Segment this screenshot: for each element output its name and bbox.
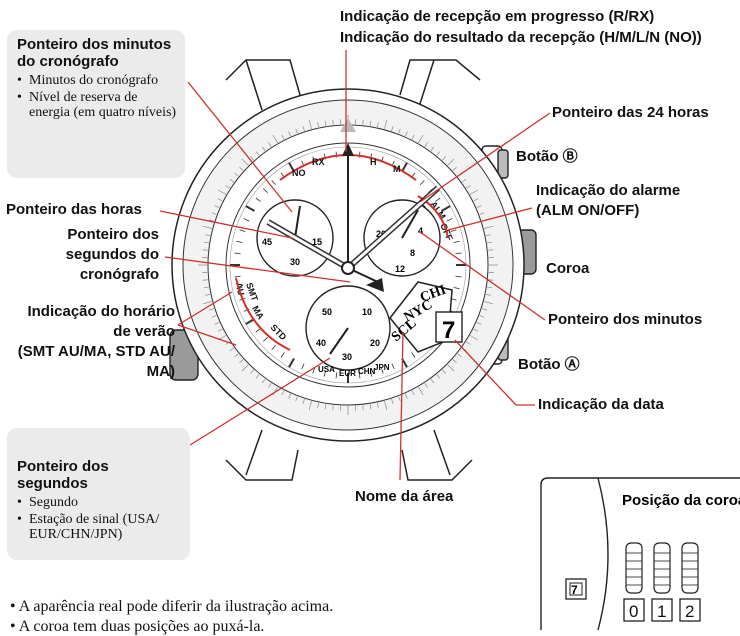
seconds-hand-item: Segundo (17, 495, 182, 510)
subdial-bottom-50: 50 (322, 307, 332, 317)
label-hour-hand: Ponteiro das horas (6, 201, 142, 218)
dial-date-digit: 7 (442, 317, 455, 344)
reception-mark-h: H (370, 157, 377, 167)
subdial-left-45: 45 (262, 237, 272, 247)
label-crown: Coroa (546, 260, 589, 277)
subdial-bottom-10: 10 (362, 307, 372, 317)
reception-mark-no: NO (292, 168, 306, 178)
minutes-hand-item: Minutos do cronógrafo (17, 73, 177, 88)
label-dst-3: (SMT AU/MA, STD AU/ (18, 343, 175, 360)
subdial-bottom-40: 40 (316, 338, 326, 348)
subdial-right-4: 4 (418, 226, 423, 236)
crown-position-1: 1 (657, 602, 666, 621)
crown-position-2: 2 (685, 602, 694, 621)
label-minute-hand: Ponteiro dos minutos (548, 311, 702, 328)
label-area-name: Nome da área (355, 488, 453, 505)
subdial-bottom-20: 20 (370, 338, 380, 348)
label-dst-1: Indicação do horário (27, 303, 175, 320)
subdial-bottom: 50 10 40 20 30 USA EUR CHN JPN (306, 286, 390, 378)
inset-date-digit: 7 (571, 583, 578, 597)
station-jpn: JPN (374, 363, 390, 372)
minutes-hand-item: Nível de reserva de energia (em quatro n… (17, 90, 177, 120)
note-crown: • A coroa tem duas posições ao puxá-la. (10, 618, 264, 636)
label-date: Indicação da data (538, 396, 664, 413)
reception-mark-m: M (393, 164, 401, 174)
crown-position-0: 0 (629, 602, 638, 621)
label-chrono-seconds-2: segundos do (66, 246, 159, 263)
seconds-hand-box: Ponteiro dos segundos Segundo Estação de… (7, 428, 190, 560)
label-dst-2: de verão (113, 323, 175, 340)
label-dst-4: MA) (147, 363, 175, 380)
reception-mark-rx: RX (312, 157, 325, 167)
subdial-right-8: 8 (410, 248, 415, 258)
label-button-a: Botão Ⓐ (518, 356, 580, 373)
station-usa: USA (318, 365, 335, 374)
subdial-right-12: 12 (395, 264, 405, 274)
crown-position-title: Posição da coroa (622, 492, 740, 509)
label-chrono-seconds-1: Ponteiro dos (67, 226, 159, 243)
minutes-hand-box-title: Ponteiro dos minutos do cronógrafo (17, 36, 177, 70)
label-chrono-seconds-3: cronógrafo (80, 266, 159, 283)
station-eur: EUR (339, 369, 356, 378)
minutes-hand-box: Ponteiro dos minutos do cronógrafo Minut… (7, 30, 185, 178)
label-reception-result: Indicação do resultado da recepção (H/M/… (340, 29, 702, 46)
subdial-left-30: 30 (290, 257, 300, 267)
label-alarm-1: Indicação do alarme (536, 182, 680, 199)
seconds-hand-item: Estação de sinal (USA/ EUR/CHN/JPN) (17, 512, 182, 542)
label-alarm-2: (ALM ON/OFF) (536, 202, 639, 219)
station-chn: CHN (358, 367, 376, 376)
note-appearance: • A aparência real pode diferir da ilust… (10, 598, 333, 616)
subdial-bottom-30: 30 (342, 352, 352, 362)
label-reception-progress: Indicação de recepção em progresso (R/RX… (340, 8, 654, 25)
label-button-b: Botão Ⓑ (516, 148, 578, 165)
crown-position-inset: 7 0 1 2 Posição da coroa (541, 478, 740, 630)
seconds-hand-box-title: Ponteiro dos segundos (17, 458, 182, 492)
label-24h-hand: Ponteiro das 24 horas (552, 104, 709, 121)
